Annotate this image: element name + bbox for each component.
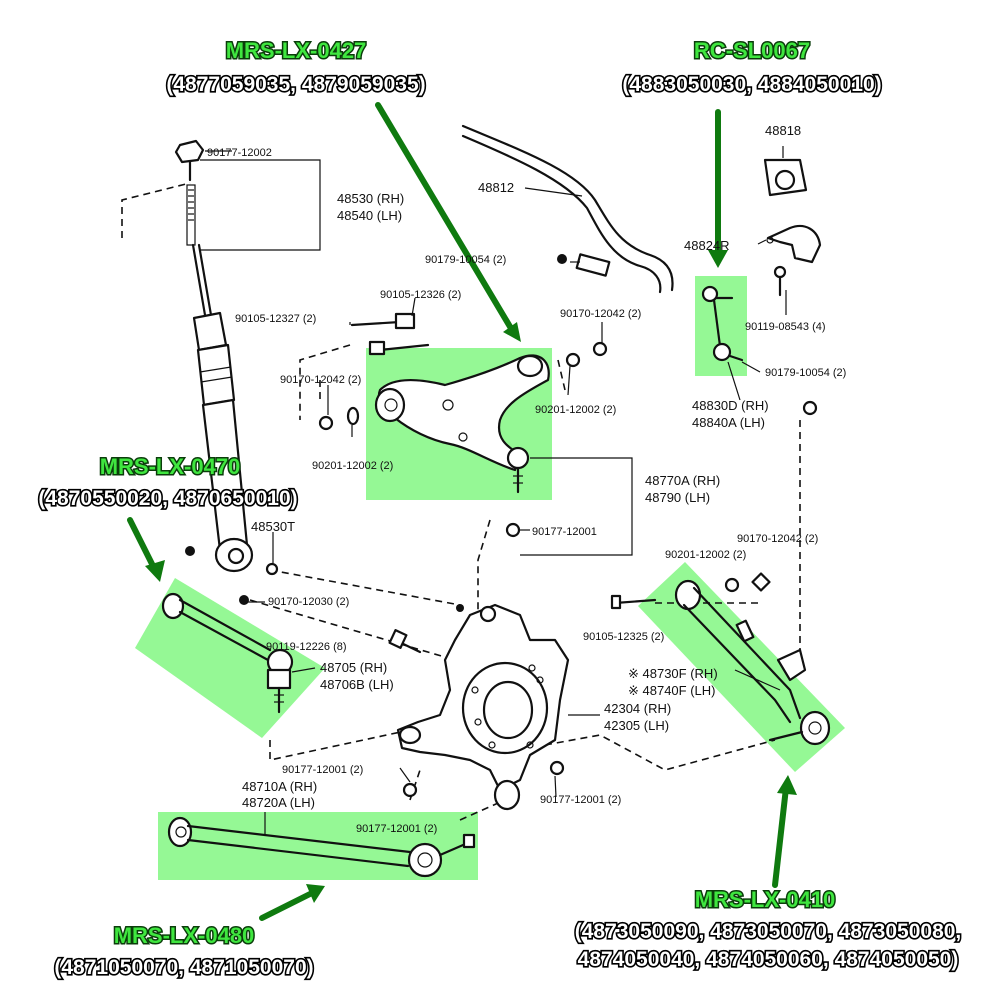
label-48830: 48830D (RH) [692,398,769,413]
label-48720: 48720A (LH) [242,795,315,810]
callout-0410-oem-line1: (4873050090, 4873050070, 4873050080, [575,920,962,943]
label-48812: 48812 [478,180,514,195]
label-90177-12001-d: 90177-12001 (2) [356,823,437,835]
highlight-trailing-arm [638,562,845,772]
label-leaders [200,150,781,836]
label-90201-12002-a: 90201-12002 (2) [535,404,616,416]
label-90177-12001-c: 90177-12001 (2) [540,794,621,806]
shock-absorber [174,139,279,576]
label-48730: ※ 48730F (RH) [628,666,718,681]
callout-0427-oem: (4877059035, 4879059035) [166,73,425,96]
label-48818: 48818 [765,123,801,138]
dashed-guides [121,182,801,821]
label-90179-10054-b: 90179-10054 (2) [765,367,846,379]
stabilizer-bar [461,124,822,416]
label-48840: 48840A (LH) [692,415,765,430]
label-90177-12001-b: 90177-12001 (2) [282,764,363,776]
callout-0470-code: MRS-LX-0470 [100,454,241,479]
label-48740: ※ 48740F (LH) [628,683,715,698]
part-labels: 90177-12002 48530 (RH) 48540 (LH) 48812 … [207,123,846,835]
label-42304: 42304 (RH) [604,701,671,716]
callout-arrows [127,102,797,921]
callout-0427-code: MRS-LX-0427 [226,38,367,63]
arrow-0470 [127,517,158,573]
label-90105-12326: 90105-12326 (2) [380,289,461,301]
label-48824: 48824R [684,238,730,253]
label-90170-12042-b: 90170-12042 (2) [280,374,361,386]
label-90201-12002-c: 90201-12002 (2) [665,549,746,561]
toe-control-arm [161,592,422,714]
callout-0410-oem-line2: 4874050040, 4874050060, 4874050050) [578,948,959,971]
upper-control-arm [318,312,581,538]
label-90119-12226: 90119-12226 (8) [266,641,347,653]
callout-0470-oem: (4870550020, 4870650010) [38,487,297,510]
callout-0480-code: MRS-LX-0480 [114,923,255,948]
label-48770: 48770A (RH) [645,473,720,488]
highlight-toe-arm [135,578,325,738]
label-48790: 48790 (LH) [645,490,710,505]
label-90119-08543: 90119-08543 (4) [745,321,826,333]
label-48540: 48540 (LH) [337,208,402,223]
label-48705: 48705 (RH) [320,660,387,675]
label-90170-12042-c: 90170-12042 (2) [737,533,818,545]
label-48706: 48706B (LH) [320,677,394,692]
arrow-0410 [772,785,789,888]
arrow-0480 [259,890,315,921]
label-48530T: 48530T [251,519,295,534]
label-90105-12325: 90105-12325 (2) [583,631,664,643]
label-48530: 48530 (RH) [337,191,404,206]
label-90105-12327: 90105-12327 (2) [235,313,316,325]
arrow-0427 [375,102,515,333]
trailing-arm [610,572,831,746]
label-90179-10054-a: 90179-10054 (2) [425,254,506,266]
label-90177-12002: 90177-12002 [207,147,272,159]
label-42305: 42305 (LH) [604,718,669,733]
stabilizer-link [701,285,744,362]
knuckle [396,603,570,811]
label-90201-12002-b: 90201-12002 (2) [312,460,393,472]
callout-labels: MRS-LX-0427 (4877059035, 4879059035) RC-… [37,37,963,981]
callout-0480-oem: (4871050070, 4871050070) [54,956,313,979]
callout-0067-code: RC-SL0067 [694,38,810,63]
label-90170-12042-a: 90170-12042 (2) [560,308,641,320]
callout-0410-code: MRS-LX-0410 [695,887,836,912]
callout-0067-oem: (4883050030, 4884050010) [622,73,881,96]
label-90170-12030: 90170-12030 (2) [268,596,349,608]
lower-arm [167,816,476,878]
label-48710: 48710A (RH) [242,779,317,794]
label-90177-12001-a: 90177-12001 [532,526,597,538]
